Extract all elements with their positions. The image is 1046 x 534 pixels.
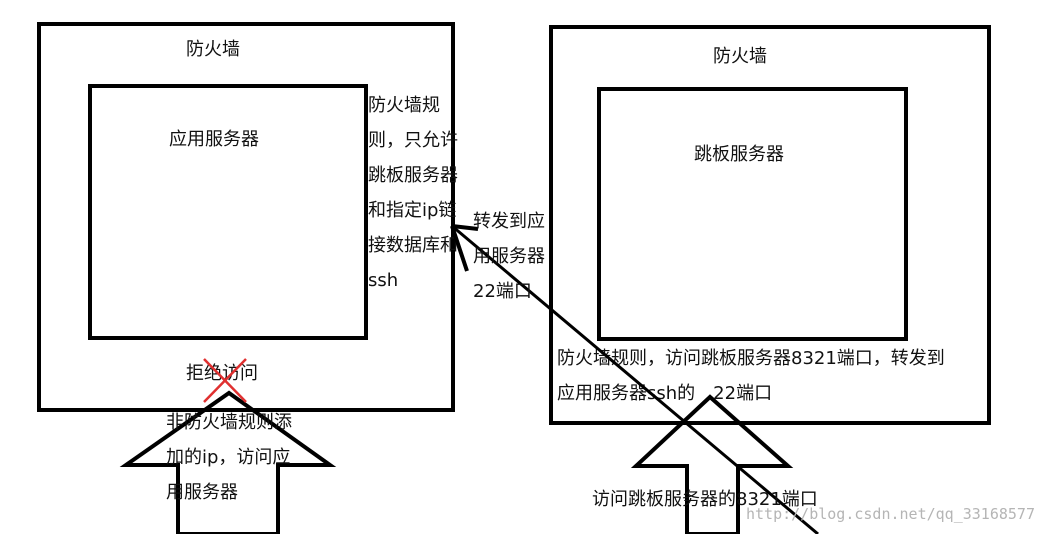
forward-arrowhead-a [451, 224, 479, 231]
deny-cross-b [203, 358, 247, 403]
outside-ip-label: 非防火墙规则添加的ip，访问应用服务器 [166, 412, 292, 503]
right-firewall-box [549, 25, 991, 425]
access-jump-label: 访问跳板服务器的8321端口 [592, 489, 818, 510]
forward-arrowhead-b [450, 225, 469, 272]
right-rule-line1: 防火墙规则，访问跳板服务器8321端口，转发到 [557, 348, 945, 369]
left-firewall-box [37, 22, 455, 412]
jump-server-box [597, 87, 908, 341]
left-up-arrow [119, 390, 337, 534]
left-firewall-rule-text: 防火墙规则，只允许跳板服务器和指定ip链接数据库和ssh [368, 95, 458, 291]
app-server-title: 应用服务器 [169, 129, 259, 150]
left-firewall-title: 防火墙 [186, 39, 240, 60]
right-rule-line2: 应用服务器ssh的 22端口 [557, 383, 773, 404]
right-up-arrow [630, 394, 794, 534]
right-firewall-title: 防火墙 [713, 46, 767, 67]
forward-label: 转发到应用服务器22端口 [473, 211, 545, 302]
app-server-box [88, 84, 368, 340]
jump-server-title: 跳板服务器 [694, 144, 784, 165]
forward-line [451, 224, 819, 534]
watermark: http://blog.csdn.net/qq_33168577 [746, 505, 1035, 523]
deny-access-label: 拒绝访问 [186, 363, 258, 384]
